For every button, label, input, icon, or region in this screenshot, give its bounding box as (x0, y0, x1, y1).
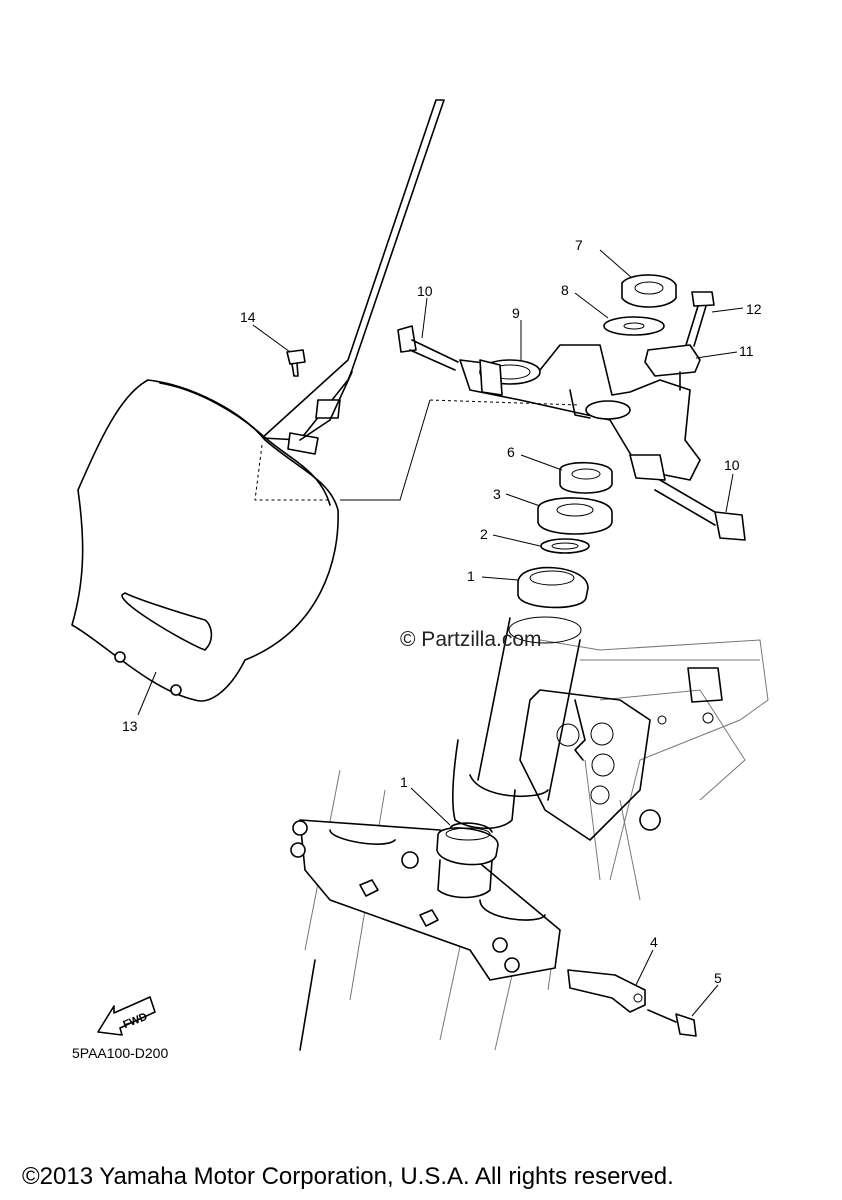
callout-1-upper: 1 (467, 568, 475, 584)
ring-nut (559, 461, 613, 494)
steering-stem-nut (621, 274, 677, 308)
seal-2 (540, 538, 590, 554)
callout-2: 2 (480, 526, 488, 542)
washer-8 (603, 316, 665, 336)
fwd-arrow-icon: FWD (97, 996, 156, 1036)
callout-7: 7 (575, 237, 583, 253)
cable-guide (567, 969, 646, 1013)
callout-1-lower: 1 (400, 774, 408, 790)
leader-lines (137, 249, 744, 1017)
diagram-code: 5PAA100-D200 (72, 1045, 168, 1061)
callout-labels: 7 8 9 10 12 11 14 10 6 3 2 1 13 1 4 5 (122, 237, 762, 986)
callout-12: 12 (746, 301, 762, 317)
under-bracket-assembly (290, 769, 561, 1051)
callout-3: 3 (493, 486, 501, 502)
bolt-14 (286, 349, 306, 377)
watermark: © Partzilla.com (400, 628, 542, 651)
copyright-notice: ©2013 Yamaha Motor Corporation, U.S.A. A… (22, 1163, 674, 1190)
handlebar-holder (644, 344, 701, 391)
bolt-10-lower (654, 479, 746, 541)
callout-8: 8 (561, 282, 569, 298)
callout-10-upper: 10 (417, 283, 433, 299)
callout-9: 9 (512, 305, 520, 321)
callout-10-lower: 10 (724, 457, 740, 473)
callout-6: 6 (507, 444, 515, 460)
bolt-5 (647, 1009, 697, 1037)
upper-bracket (340, 344, 701, 501)
callout-11: 11 (739, 343, 754, 359)
callout-14: 14 (240, 309, 256, 325)
callout-4: 4 (650, 934, 658, 950)
bolt-12 (685, 291, 715, 347)
bolt-10-upper (397, 325, 459, 371)
callout-5: 5 (714, 970, 722, 986)
bearing-lower (436, 822, 499, 866)
frame-head-pipe (452, 616, 769, 901)
callout-13: 13 (122, 718, 138, 734)
washer-3 (537, 497, 613, 535)
number-plate (71, 99, 445, 702)
bearing-upper (517, 566, 589, 609)
